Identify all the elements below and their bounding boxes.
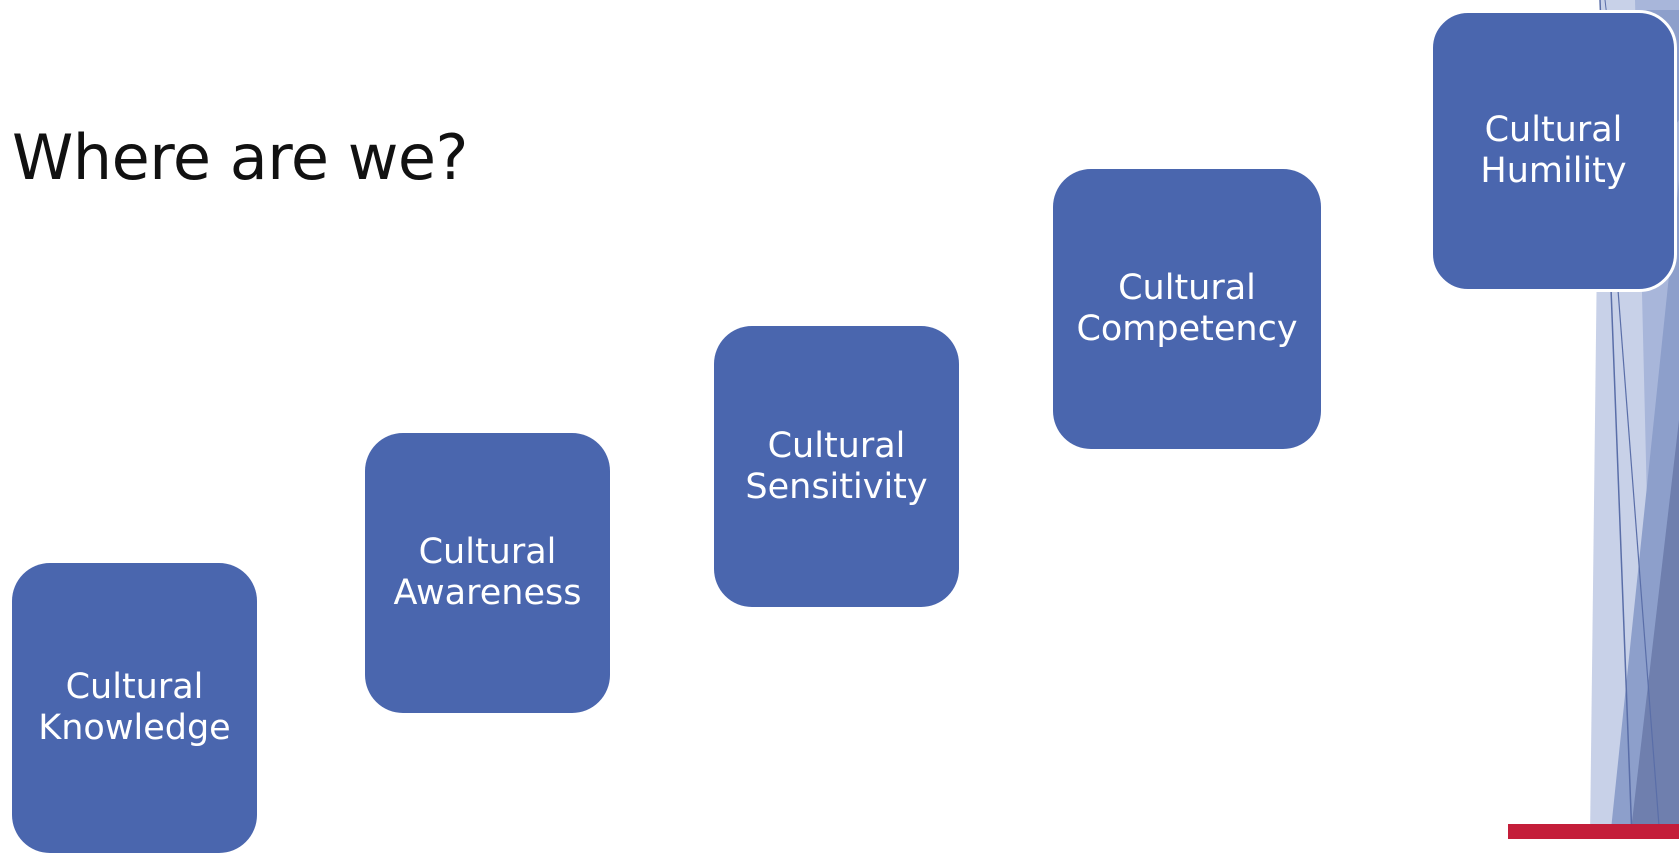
step-label-line2: Knowledge bbox=[38, 708, 231, 748]
step-label-line1: Cultural bbox=[767, 425, 906, 466]
step-label-line1: Cultural bbox=[65, 667, 204, 707]
step-cultural-knowledge: Cultural Knowledge bbox=[12, 563, 257, 853]
step-cultural-sensitivity: Cultural Sensitivity bbox=[714, 326, 959, 607]
step-cultural-humility: Cultural Humility bbox=[1430, 10, 1677, 292]
step-label-line1: Cultural bbox=[1484, 110, 1623, 150]
step-label-line2: Awareness bbox=[393, 573, 582, 613]
step-label-line1: Cultural bbox=[418, 532, 557, 572]
step-label-line2: Competency bbox=[1076, 309, 1298, 349]
step-label-line2: Humility bbox=[1480, 151, 1627, 191]
step-cultural-awareness: Cultural Awareness bbox=[365, 433, 610, 713]
step-cultural-competency: Cultural Competency bbox=[1053, 169, 1321, 449]
slide-title: Where are we? bbox=[12, 121, 468, 194]
step-label-line1: Cultural bbox=[1118, 268, 1256, 308]
step-label-line2: Sensitivity bbox=[745, 466, 928, 507]
